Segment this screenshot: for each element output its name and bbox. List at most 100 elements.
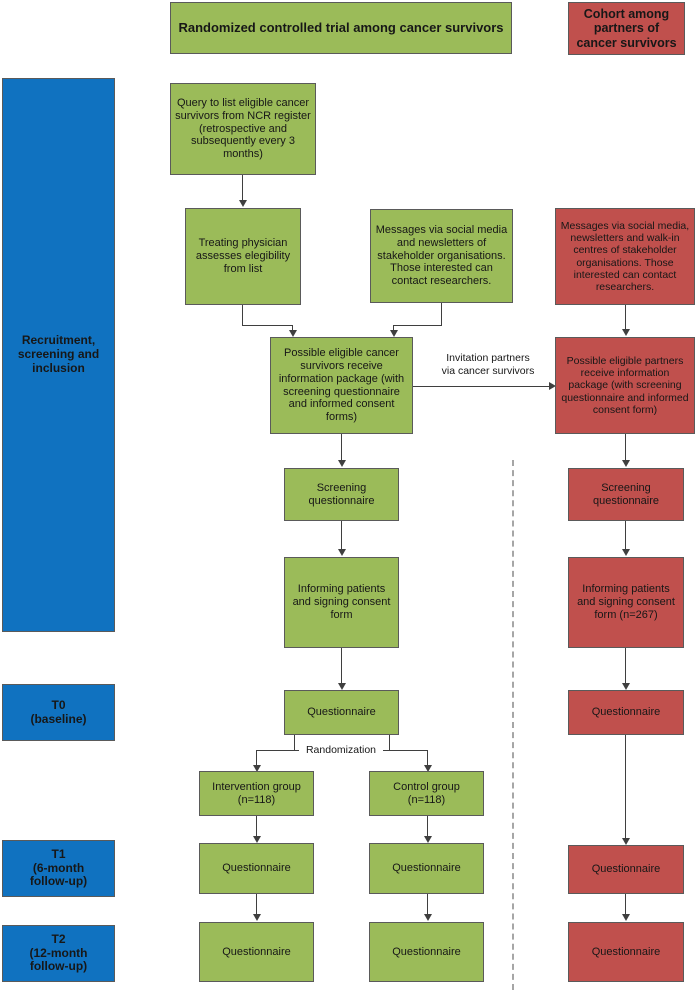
header-trial-label: Randomized controlled trial among cancer… — [178, 20, 504, 36]
connector-randomization-to-control — [427, 750, 428, 768]
cohort-questionnaire-t2-box: Questionnaire — [568, 922, 684, 982]
trial-query-label: Query to list eligible cancer survivors … — [175, 97, 311, 161]
cohort-questionnaire-t2-label: Questionnaire — [591, 945, 661, 958]
cohort-consent-box: Informing patients and signing consent f… — [568, 557, 684, 648]
trial-screening-label: Screening questionnaire — [308, 481, 375, 507]
connector-query-to-physician — [242, 175, 243, 201]
connector-cohort-consent-to-questionnaire — [625, 648, 626, 685]
connector-invitation-partners — [413, 386, 554, 387]
edge-label-invitation-line2: via cancer survivors — [441, 364, 535, 377]
trial-control-questionnaire-t1-box: Questionnaire — [369, 843, 484, 894]
trial-info-package-label: Possible eligible cancer survivors recei… — [278, 347, 405, 423]
trial-control-group-box: Control group (n=118) — [369, 771, 484, 816]
connector-control-to-q-t1 — [427, 816, 428, 839]
phase-t1-line2: (6-month — [32, 860, 85, 875]
cohort-consent-label: Informing patients and signing consent f… — [577, 583, 675, 621]
edge-label-invitation-line1: Invitation partners — [446, 352, 530, 364]
arrowhead-cohort-info-to-screening — [622, 460, 630, 467]
cohort-questionnaire-t1-label: Questionnaire — [591, 863, 661, 876]
trial-info-package-box: Possible eligible cancer survivors recei… — [270, 337, 413, 434]
arrowhead-cohort-messages-to-info — [622, 329, 630, 336]
connector-info-to-screening — [341, 434, 342, 462]
trial-messages-box: Messages via social media and newsletter… — [370, 209, 513, 303]
header-trial-box: Randomized controlled trial among cancer… — [170, 2, 512, 54]
cohort-messages-label: Messages via social media, newsletters a… — [560, 219, 690, 293]
phase-t1-box: T1 (6-month follow-up) — [2, 840, 115, 897]
trial-consent-label: Informing patients and signing consent f… — [292, 583, 391, 621]
trial-intervention-questionnaire-t1-label: Questionnaire — [222, 862, 291, 875]
connector-randomization-stem-left — [294, 735, 295, 750]
connector-messages-to-info — [393, 325, 394, 332]
trial-intervention-questionnaire-t1-box: Questionnaire — [199, 843, 314, 894]
arrowhead-physician-to-info — [289, 330, 297, 337]
edge-label-randomization: Randomization — [299, 744, 383, 757]
arrowhead-query-to-physician — [239, 200, 247, 207]
arrowhead-intervention-t1-to-t2 — [253, 914, 261, 921]
arrowhead-screening-to-consent — [338, 549, 346, 556]
header-cohort-label: Cohort among partners of cancer survivor… — [576, 6, 677, 50]
connector-messages-down — [441, 303, 442, 325]
trial-control-group-label: Control group (n=118) — [393, 780, 460, 806]
cohort-questionnaire-t1-box: Questionnaire — [568, 845, 684, 894]
arrowhead-control-t1-to-t2 — [424, 914, 432, 921]
arrowhead-info-to-screening — [338, 460, 346, 467]
trial-screening-box: Screening questionnaire — [284, 468, 399, 521]
arrowhead-control-to-q-t1 — [424, 836, 432, 843]
arrowhead-randomization-to-intervention — [253, 765, 261, 772]
phase-recruitment-label: Recruitment, screening and inclusion — [17, 333, 100, 375]
cohort-messages-box: Messages via social media, newsletters a… — [555, 208, 695, 305]
connector-screening-to-consent — [341, 521, 342, 551]
cohort-info-package-box: Possible eligible partners receive infor… — [555, 337, 695, 434]
connector-randomization-stem-right — [389, 735, 390, 750]
connector-physician-across — [242, 325, 292, 326]
connector-intervention-to-q-t1 — [256, 816, 257, 839]
trial-control-questionnaire-t2-label: Questionnaire — [392, 945, 461, 958]
arrowhead-messages-to-info — [390, 330, 398, 337]
phase-t0-box: T0 (baseline) — [2, 684, 115, 741]
cohort-questionnaire-t0-box: Questionnaire — [568, 690, 684, 735]
connector-cohort-screening-to-consent — [625, 521, 626, 551]
arrowhead-cohort-t1-to-t2 — [622, 914, 630, 921]
trial-intervention-questionnaire-t2-box: Questionnaire — [199, 922, 314, 982]
phase-t2-box: T2 (12-month follow-up) — [2, 925, 115, 982]
header-cohort-box: Cohort among partners of cancer survivor… — [568, 2, 685, 55]
trial-intervention-questionnaire-t2-label: Questionnaire — [222, 945, 291, 958]
trial-intervention-group-label: Intervention group (n=118) — [212, 780, 301, 806]
connector-randomization-to-intervention — [256, 750, 257, 768]
connector-cohort-t1-to-t2 — [625, 894, 626, 917]
arrowhead-cohort-consent-to-questionnaire — [622, 683, 630, 690]
trial-physician-label: Treating physician assesses elegibility … — [195, 237, 291, 275]
trial-query-box: Query to list eligible cancer survivors … — [170, 83, 316, 175]
trial-consent-box: Informing patients and signing consent f… — [284, 557, 399, 648]
arrowhead-cohort-screening-to-consent — [622, 549, 630, 556]
phase-t1-line3: follow-up) — [29, 874, 88, 889]
arrowhead-cohort-t0-to-t1 — [622, 838, 630, 845]
cohort-screening-box: Screening questionnaire — [568, 468, 684, 521]
trial-questionnaire-t0-box: Questionnaire — [284, 690, 399, 735]
connector-intervention-t1-to-t2 — [256, 894, 257, 917]
arrowhead-intervention-to-q-t1 — [253, 836, 261, 843]
phase-t1-line1: T1 — [51, 846, 66, 861]
cohort-info-package-label: Possible eligible partners receive infor… — [561, 355, 689, 416]
phase-t2-line3: follow-up) — [29, 959, 88, 974]
phase-recruitment-box: Recruitment, screening and inclusion — [2, 78, 115, 632]
column-divider — [512, 460, 514, 990]
connector-consent-to-questionnaire — [341, 648, 342, 685]
phase-t0-line2: (baseline) — [30, 711, 87, 726]
connector-messages-across — [393, 325, 442, 326]
phase-t2-line1: T2 — [51, 931, 66, 946]
cohort-screening-label: Screening questionnaire — [592, 481, 660, 507]
arrowhead-consent-to-questionnaire — [338, 683, 346, 690]
trial-control-questionnaire-t1-label: Questionnaire — [392, 862, 461, 875]
arrowhead-invitation-partners — [549, 382, 556, 390]
connector-physician-to-info — [292, 325, 293, 332]
trial-intervention-group-box: Intervention group (n=118) — [199, 771, 314, 816]
connector-cohort-t0-to-t1 — [625, 735, 626, 841]
arrowhead-randomization-to-control — [424, 765, 432, 772]
trial-control-questionnaire-t2-box: Questionnaire — [369, 922, 484, 982]
edge-label-invitation: Invitation partners via cancer survivors — [430, 352, 546, 378]
phase-t0-line1: T0 — [51, 697, 66, 712]
trial-questionnaire-t0-label: Questionnaire — [307, 706, 376, 719]
connector-cohort-info-to-screening — [625, 434, 626, 462]
